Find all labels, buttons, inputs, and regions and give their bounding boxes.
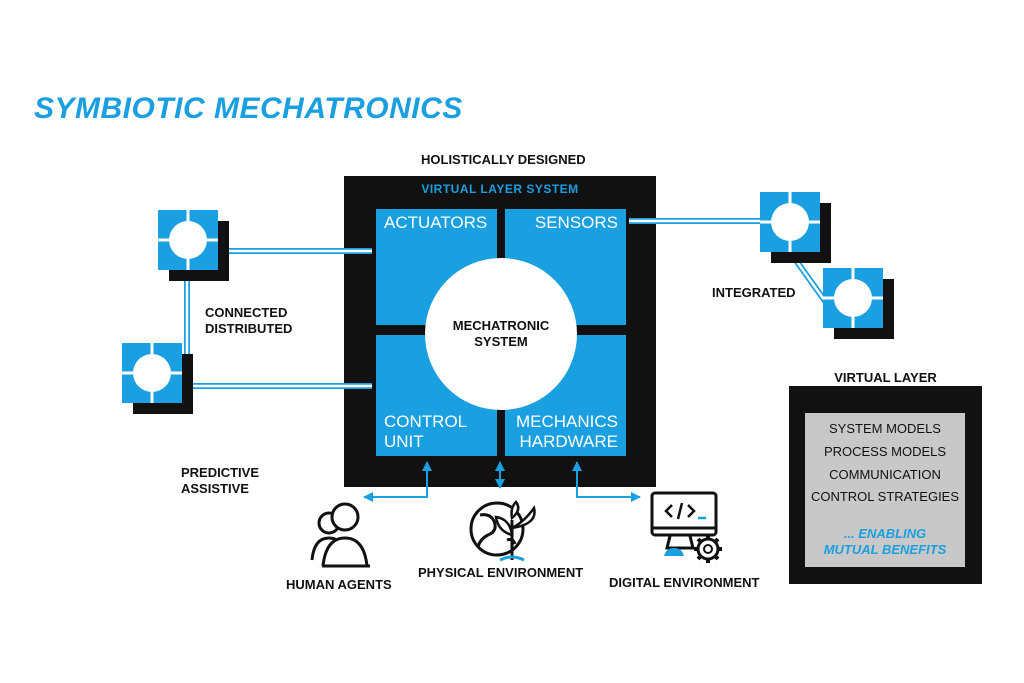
label-human-agents: HUMAN AGENTS [286, 577, 392, 592]
virtual-layer-emphasis: ... ENABLING MUTUAL BENEFITS [805, 526, 965, 558]
emphasis-line1: ... ENABLING [843, 526, 927, 541]
mechanics-line2: HARDWARE [519, 432, 618, 451]
center-line2: SYSTEM [474, 334, 528, 349]
virtual-layer-item: PROCESS MODELS [823, 444, 947, 459]
label-predictive-assistive: PREDICTIVE ASSISTIVE [181, 465, 259, 497]
label-assistive: ASSISTIVE [181, 481, 249, 496]
label-digital-environment: DIGITAL ENVIRONMENT [609, 575, 760, 590]
label-holistically-designed: HOLISTICALLY DESIGNED [421, 152, 586, 167]
module-icon-top-left [156, 208, 231, 283]
virtual-layer-item: SYSTEM MODELS [829, 421, 941, 436]
actuators-label: ACTUATORS [384, 213, 488, 232]
physical-environment-icon [469, 500, 536, 562]
label-integrated: INTEGRATED [712, 285, 796, 300]
label-connected-distributed: CONNECTED DISTRIBUTED [205, 305, 292, 337]
virtual-layer-panel [805, 413, 965, 567]
virtual-layer-system-label: VIRTUAL LAYER SYSTEM [421, 182, 579, 196]
label-connected: CONNECTED [205, 305, 288, 320]
sensors-label: SENSORS [534, 213, 618, 232]
virtual-layer-item: CONTROL STRATEGIES [810, 489, 960, 504]
diagram-title: SYMBIOTIC MECHATRONICS [34, 92, 463, 125]
center-line1: MECHATRONIC [452, 318, 550, 333]
label-distributed: DISTRIBUTED [205, 321, 293, 336]
digital-environment-icon [650, 491, 722, 563]
mechanics-line1: MECHANICS [515, 412, 618, 431]
module-icon-bottom-right [821, 266, 896, 341]
control-unit-label: CONTROL UNIT [384, 412, 467, 452]
control-unit-line1: CONTROL [384, 412, 468, 431]
label-predictive: PREDICTIVE [181, 465, 260, 480]
arrow-human-agents [363, 461, 432, 502]
virtual-layer-heading: VIRTUAL LAYER [834, 370, 937, 385]
module-icon-bottom-left [120, 341, 195, 416]
emphasis-line2: MUTUAL BENEFITS [823, 542, 947, 557]
arrow-digital-environment [572, 461, 641, 502]
mechatronic-system-label: MECHATRONIC SYSTEM [453, 318, 550, 350]
module-icon-top-right [758, 190, 833, 265]
virtual-layer-item: COMMUNICATION [829, 467, 941, 482]
control-unit-line2: UNIT [384, 432, 424, 451]
label-physical-environment: PHYSICAL ENVIRONMENT [418, 565, 584, 580]
mechatronic-system-circle: MECHATRONIC SYSTEM [425, 258, 577, 410]
human-agents-icon [310, 502, 370, 568]
mechanics-hardware-label: MECHANICS HARDWARE [516, 412, 618, 452]
